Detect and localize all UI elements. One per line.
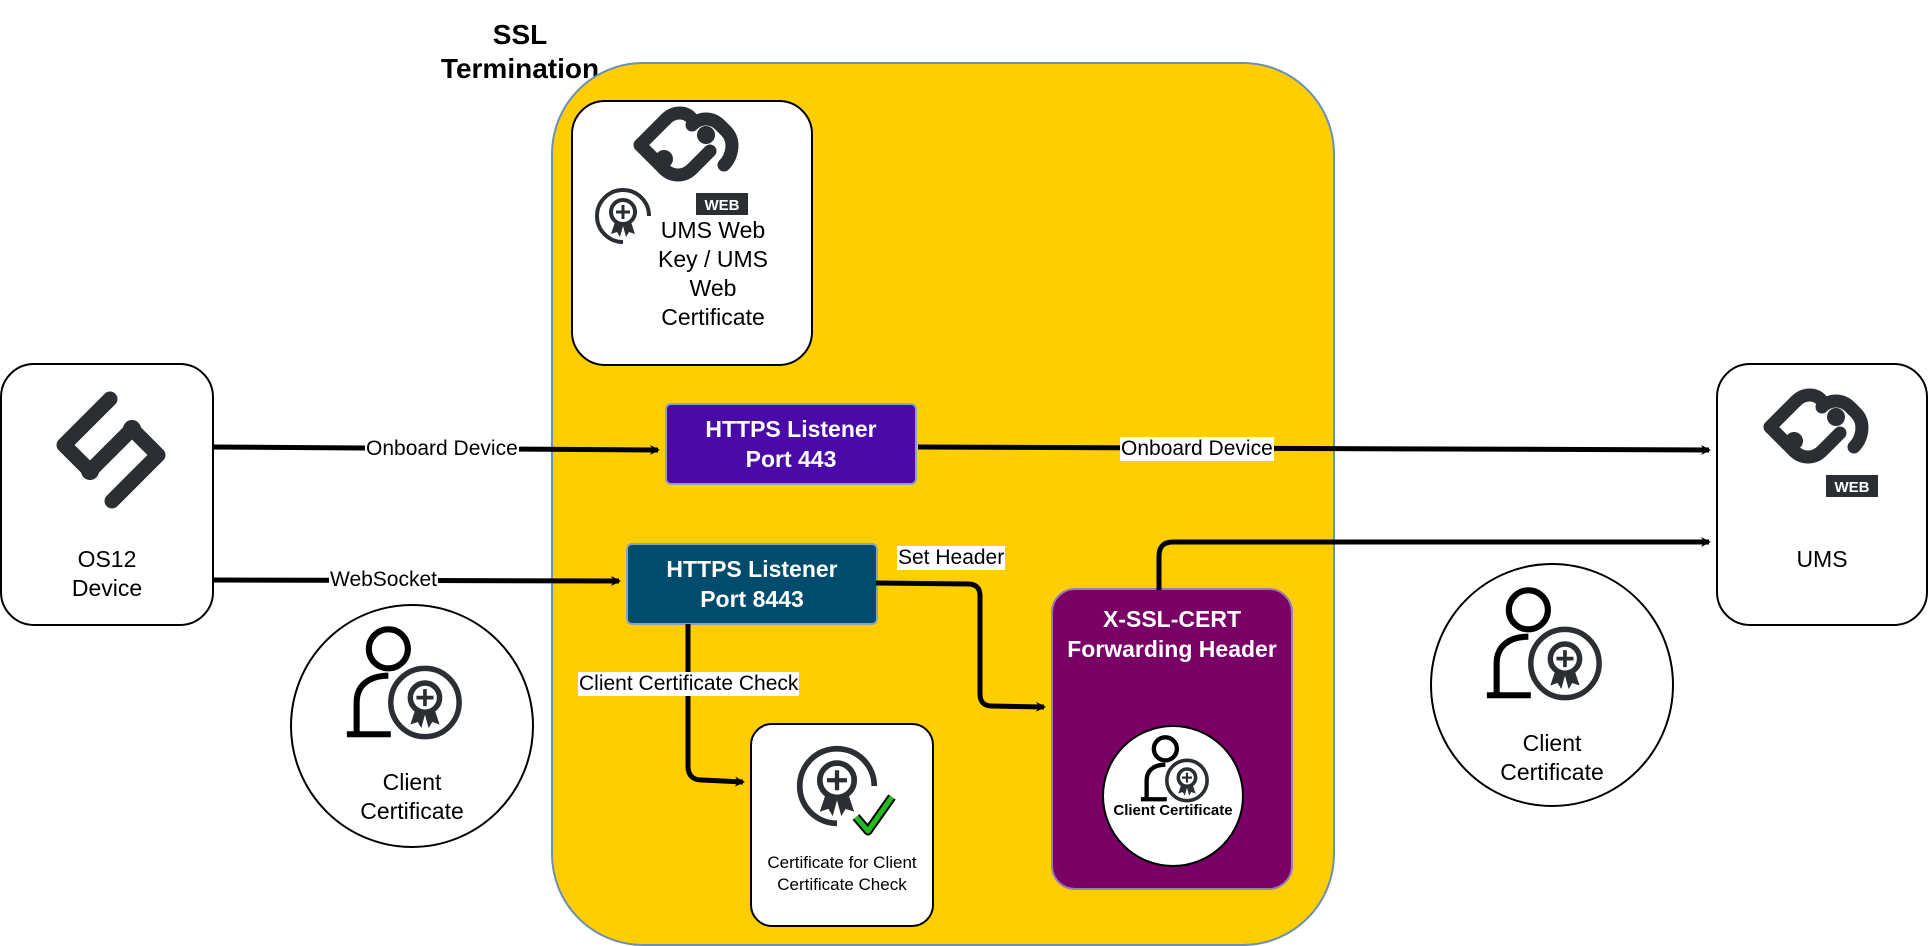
edge-label-onboard-left: Onboard Device [365,437,519,461]
ums-box: WEB UMS [1716,363,1928,626]
os12-device-box: OS12 Device [0,363,214,626]
listener-443-line2: Port 443 [745,446,837,472]
client-certificate-left-label: Client Certificate [360,769,464,824]
user-certificate-icon [346,626,462,740]
ums-web-key-label: UMS Web Key / UMS Web Certificate [658,217,768,330]
edge-label-websocket: WebSocket [329,568,438,592]
forwarding-title-line1: X-SSL-CERT [1103,606,1241,632]
forwarding-title-line2: Forwarding Header [1067,636,1277,662]
igel-web-logo-icon: WEB [633,106,748,215]
certificate-check-box: Certificate for Client Certificate Check [750,723,934,927]
web-badge-text: WEB [705,197,740,214]
ums-label: UMS [1796,546,1848,572]
client-certificate-right: Client Certificate [1430,563,1674,807]
edge-client-check [685,624,745,787]
user-certificate-icon [1140,735,1209,803]
listener-8443-line1: HTTPS Listener [666,556,838,582]
igel-logo-icon [56,391,166,509]
certificate-icon [796,745,878,827]
diagram-title: SSL Termination [440,19,600,84]
forwarding-title: X-SSL-CERT Forwarding Header [1053,604,1291,664]
edge-label-set-header: Set Header [897,546,1006,570]
ums-web-key-box: WEB UMS Web Key / UMS Web Certificate [571,100,813,366]
web-badge-text: WEB [1835,479,1870,496]
edge-onboard-right [917,444,1711,455]
edge-label-client-check: Client Certificate Check [578,672,800,696]
edge-label-onboard-right: Onboard Device [1120,437,1274,461]
client-certificate-left: Client Certificate [290,604,534,848]
checkmark-icon [852,794,896,836]
certificate-icon [595,188,651,244]
forwarding-client-certificate-label: Client Certificate [1113,802,1233,819]
edge-set-header [875,580,1046,712]
edge-forward-header [1156,537,1711,590]
x-ssl-cert-forwarding-box: X-SSL-CERT Forwarding Header Client Cert… [1051,588,1293,890]
https-listener-443: HTTPS Listener Port 443 [665,403,917,485]
listener-443-line1: HTTPS Listener [705,416,877,442]
user-certificate-icon [1486,587,1602,701]
listener-8443-line2: Port 8443 [700,586,804,612]
forwarding-client-certificate: Client Certificate [1102,725,1244,867]
client-certificate-right-label: Client Certificate [1500,730,1604,785]
https-listener-8443: HTTPS Listener Port 8443 [626,543,878,625]
certificate-check-label: Certificate for Client Certificate Check [767,853,917,894]
igel-web-logo-icon: WEB [1763,388,1878,497]
os12-device-label: OS12 Device [71,546,143,601]
